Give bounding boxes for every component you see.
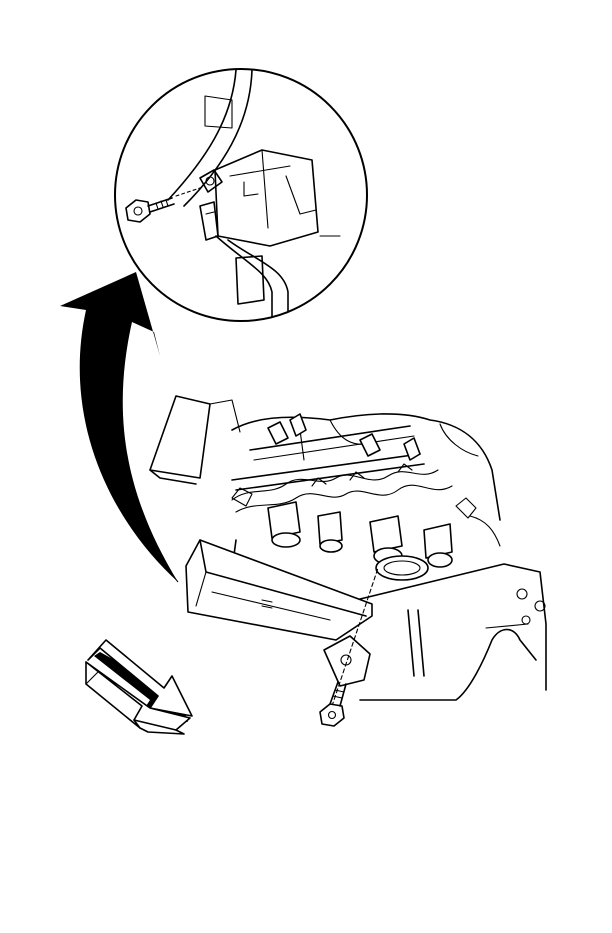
callout-arrow — [60, 272, 179, 583]
splash-shield-bracket — [185, 539, 373, 687]
install-path — [331, 567, 379, 707]
bracket-bolt — [125, 187, 201, 223]
fuel-injector-rail — [231, 413, 501, 568]
engine-block — [149, 395, 547, 701]
direction-arrow — [85, 639, 193, 735]
mounting-bolt — [319, 681, 347, 727]
detail-view — [114, 68, 368, 322]
detail-view-circle — [114, 68, 368, 322]
